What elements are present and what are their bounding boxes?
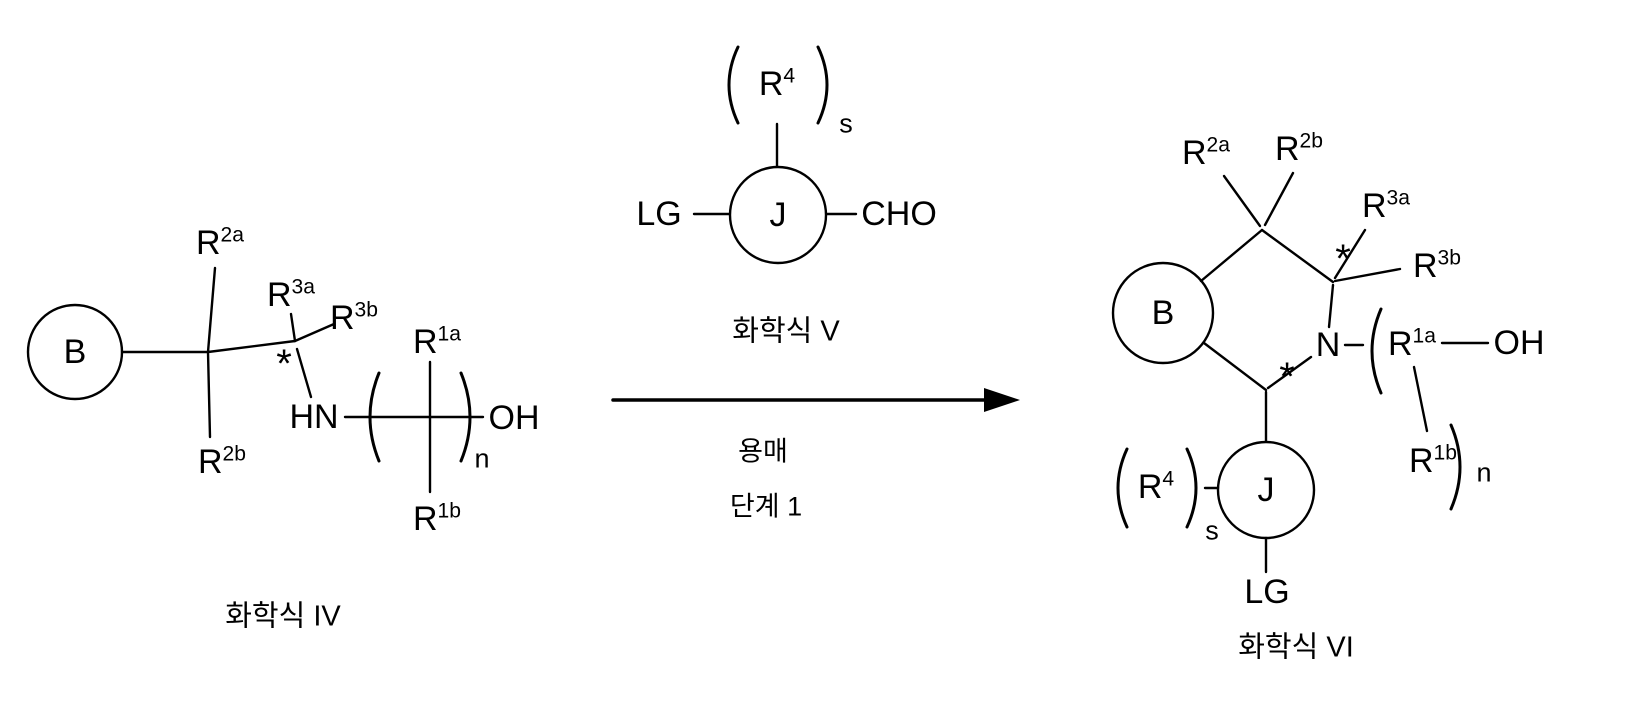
formula-vi-stereocenter-bottom-mark: * bbox=[1279, 355, 1295, 399]
formula-iv-oh-label: OH bbox=[488, 399, 540, 437]
formula-v-structure bbox=[692, 45, 858, 265]
r-base: R bbox=[195, 224, 221, 262]
bond bbox=[1202, 341, 1268, 392]
r-base: R bbox=[1274, 130, 1300, 168]
close-paren bbox=[1185, 447, 1198, 529]
r-sup: 4 bbox=[783, 64, 796, 88]
formula-v-lg-label: LG bbox=[636, 195, 682, 233]
r-sup: 2a bbox=[220, 223, 245, 247]
r-base: R bbox=[1137, 468, 1163, 506]
bond bbox=[1333, 228, 1367, 280]
r-sup: 2b bbox=[1299, 129, 1324, 153]
bond bbox=[1222, 174, 1262, 228]
close-paren bbox=[1449, 423, 1462, 511]
r-sup: 1b bbox=[437, 499, 462, 523]
formula-vi-oh-label: OH bbox=[1493, 324, 1545, 362]
formula-iv-repeat-subscript-n: n bbox=[474, 443, 490, 474]
bond bbox=[1263, 171, 1295, 227]
formula-iv-r2b-label: R2b bbox=[197, 442, 247, 481]
formula-vi-r1a-label: R1a bbox=[1387, 324, 1437, 363]
formula-iv-r2a-label: R2a bbox=[195, 223, 245, 262]
r-base: R bbox=[1361, 187, 1387, 225]
bond bbox=[1327, 283, 1335, 329]
r-sup: 1a bbox=[1412, 324, 1437, 348]
bond bbox=[289, 312, 297, 343]
bond bbox=[1199, 228, 1264, 283]
formula-vi-r1b-label: R1b bbox=[1408, 441, 1458, 480]
r-sup: 3a bbox=[1386, 186, 1411, 210]
close-paren bbox=[459, 371, 472, 463]
r-base: R bbox=[412, 323, 438, 361]
bond bbox=[1266, 355, 1313, 390]
formula-vi-r3a-label: R3a bbox=[1361, 186, 1411, 225]
r-sup: 3a bbox=[291, 275, 316, 299]
reaction-arrow bbox=[611, 388, 1020, 412]
r-base: R bbox=[412, 500, 438, 538]
formula-vi-lg-label: LG bbox=[1244, 573, 1290, 611]
formula-v-j-label: J bbox=[769, 196, 787, 234]
r-base: R bbox=[266, 276, 292, 314]
formula-vi-caption: 화학식 VI bbox=[1238, 631, 1354, 664]
formula-v-j-ring-circle bbox=[728, 165, 828, 265]
close-paren bbox=[816, 45, 829, 125]
formula-iv-r1b-label: R1b bbox=[412, 499, 462, 538]
reaction-step-label: 단계 1 bbox=[729, 491, 803, 522]
formula-iv-r1a-label: R1a bbox=[412, 322, 462, 361]
r-base: R bbox=[1412, 247, 1438, 285]
formula-v-repeat-subscript-s: s bbox=[839, 108, 853, 139]
r-base: R bbox=[1387, 325, 1413, 363]
r-base: R bbox=[197, 443, 223, 481]
bond bbox=[293, 322, 336, 343]
formula-vi-repeat-subscript-n: n bbox=[1476, 457, 1492, 488]
formula-iv-stereocenter-mark: * bbox=[276, 342, 292, 386]
r-sup: 2b bbox=[222, 442, 247, 466]
formula-vi-r2a-label: R2a bbox=[1181, 133, 1231, 172]
r-sup: 2a bbox=[1206, 133, 1231, 157]
formula-vi-b-label: B bbox=[1151, 294, 1175, 332]
r-base: R bbox=[1408, 442, 1434, 480]
r-base: R bbox=[329, 299, 355, 337]
r-sup: 1b bbox=[1433, 441, 1458, 465]
formula-iv-b-label: B bbox=[63, 333, 87, 371]
r-sup: 4 bbox=[1162, 467, 1175, 491]
formula-vi-r2b-label: R2b bbox=[1274, 129, 1324, 168]
formula-v-caption: 화학식 V bbox=[732, 315, 840, 348]
bond bbox=[1333, 267, 1402, 283]
formula-vi-b-ring-circle bbox=[1111, 261, 1215, 365]
open-paren bbox=[727, 45, 740, 125]
formula-iv-structure bbox=[26, 266, 485, 494]
formula-vi-repeat-subscript-s: s bbox=[1205, 515, 1219, 546]
formula-vi-r3b-label: R3b bbox=[1412, 246, 1462, 285]
formula-vi-n-label: N bbox=[1315, 326, 1341, 364]
r-sup: 3b bbox=[1437, 246, 1462, 270]
formula-v-r4-label: R4 bbox=[758, 64, 796, 103]
formula-iv-caption: 화학식 IV bbox=[225, 600, 341, 633]
formula-iv-hn-label: HN bbox=[289, 398, 339, 436]
r-sup: 1a bbox=[437, 322, 462, 346]
formula-v-cho-label: CHO bbox=[861, 195, 937, 233]
formula-vi-j-label: J bbox=[1257, 471, 1275, 509]
reaction-solvent-label: 용매 bbox=[738, 436, 788, 467]
arrow-head bbox=[984, 388, 1020, 412]
bond bbox=[295, 347, 313, 399]
formula-iv-r3a-label: R3a bbox=[266, 275, 316, 314]
formula-vi-structure bbox=[1111, 171, 1490, 574]
r-base: R bbox=[1181, 134, 1207, 172]
formula-vi-r4-label: R4 bbox=[1137, 467, 1175, 506]
r-sup: 3b bbox=[354, 298, 379, 322]
formula-vi-stereocenter-top-mark: * bbox=[1335, 237, 1351, 281]
bond bbox=[1260, 228, 1335, 284]
bond bbox=[1412, 365, 1429, 433]
open-paren bbox=[368, 371, 381, 463]
formula-iv-r3b-label: R3b bbox=[329, 298, 379, 337]
bond bbox=[206, 350, 212, 439]
open-paren bbox=[1116, 447, 1129, 529]
open-paren bbox=[1370, 307, 1383, 395]
r-base: R bbox=[758, 65, 784, 103]
bond bbox=[206, 266, 217, 354]
bond bbox=[206, 339, 297, 354]
